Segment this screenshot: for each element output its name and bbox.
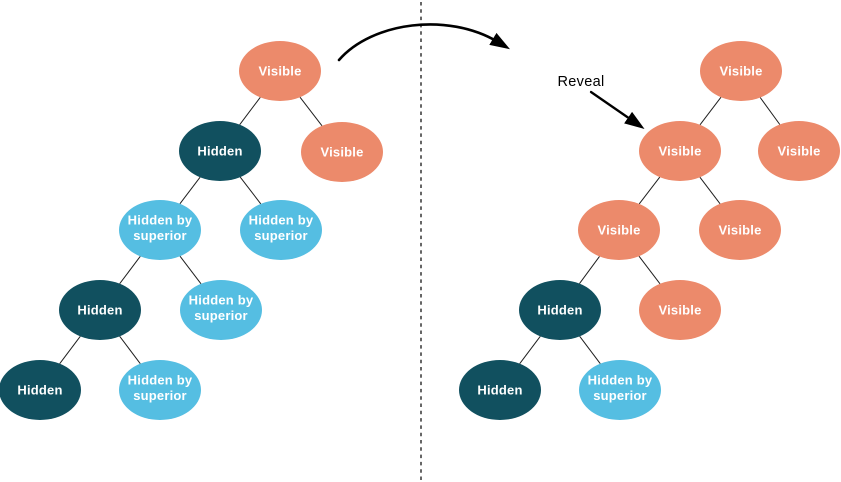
node-label: Visible — [658, 303, 701, 318]
tree-node-visible: Visible — [639, 121, 721, 181]
reveal-label: Reveal — [558, 74, 605, 90]
tree-edge — [638, 176, 661, 205]
node-ellipse — [59, 280, 141, 340]
node-label: Hidden — [477, 383, 522, 398]
tree-edge — [239, 176, 262, 205]
node-ellipse — [0, 360, 81, 420]
node-ellipse — [119, 200, 201, 260]
node-ellipse — [119, 360, 201, 420]
tree-edge — [759, 97, 781, 125]
tree-node-visible: Visible — [700, 41, 782, 101]
tree-node-hidden: Hidden — [59, 280, 141, 340]
node-label: Visible — [658, 144, 701, 159]
tree-node-hidden: Hidden — [0, 360, 81, 420]
tree-edge — [699, 176, 721, 205]
node-label: Visible — [719, 64, 762, 79]
node-label: Hidden — [17, 383, 62, 398]
tree-node-hidden: Hidden — [459, 360, 541, 420]
node-label: Visible — [718, 223, 761, 238]
node-label: Visible — [597, 223, 640, 238]
tree-node-hidden: Hidden — [179, 121, 261, 181]
tree-edge — [119, 335, 141, 365]
node-ellipse — [519, 280, 601, 340]
node-label: Hidden — [537, 303, 582, 318]
node-ellipse — [700, 41, 782, 101]
transfer-arrow — [337, 23, 511, 62]
tree-edge — [699, 96, 722, 126]
reveal-arrow — [589, 90, 645, 129]
node-ellipse — [459, 360, 541, 420]
tree-edge — [179, 255, 202, 285]
tree-edge — [579, 335, 601, 365]
tree-node-visible: Visible — [301, 122, 383, 182]
node-label: Hidden — [77, 303, 122, 318]
node-label: Visible — [320, 145, 363, 160]
node-ellipse — [579, 360, 661, 420]
node-label: Hidden — [197, 144, 242, 159]
node-ellipse — [758, 121, 840, 181]
tree-node-visible: Visible — [699, 200, 781, 260]
node-ellipse — [180, 280, 262, 340]
tree-edge — [239, 96, 261, 126]
tree-node-visible: Visible — [639, 280, 721, 340]
node-ellipse — [240, 200, 322, 260]
node-ellipse — [639, 280, 721, 340]
node-ellipse — [639, 121, 721, 181]
tree-edge — [519, 335, 541, 365]
tree-node-visible: Visible — [578, 200, 660, 260]
tree-edge — [119, 255, 141, 285]
node-ellipse — [699, 200, 781, 260]
node-ellipse — [578, 200, 660, 260]
node-ellipse — [179, 121, 261, 181]
tree-node-visible: Visible — [758, 121, 840, 181]
tree-node-hidden: Hidden — [519, 280, 601, 340]
node-label: Visible — [258, 64, 301, 79]
node-ellipse — [239, 41, 321, 101]
tree-edge — [59, 335, 81, 365]
tree-edge — [179, 176, 201, 205]
tree-edge — [579, 256, 600, 284]
tree-edge — [299, 96, 323, 127]
node-ellipse — [301, 122, 383, 182]
tree-node-visible: Visible — [239, 41, 321, 101]
tree-edge — [638, 255, 661, 285]
node-label: Visible — [777, 144, 820, 159]
